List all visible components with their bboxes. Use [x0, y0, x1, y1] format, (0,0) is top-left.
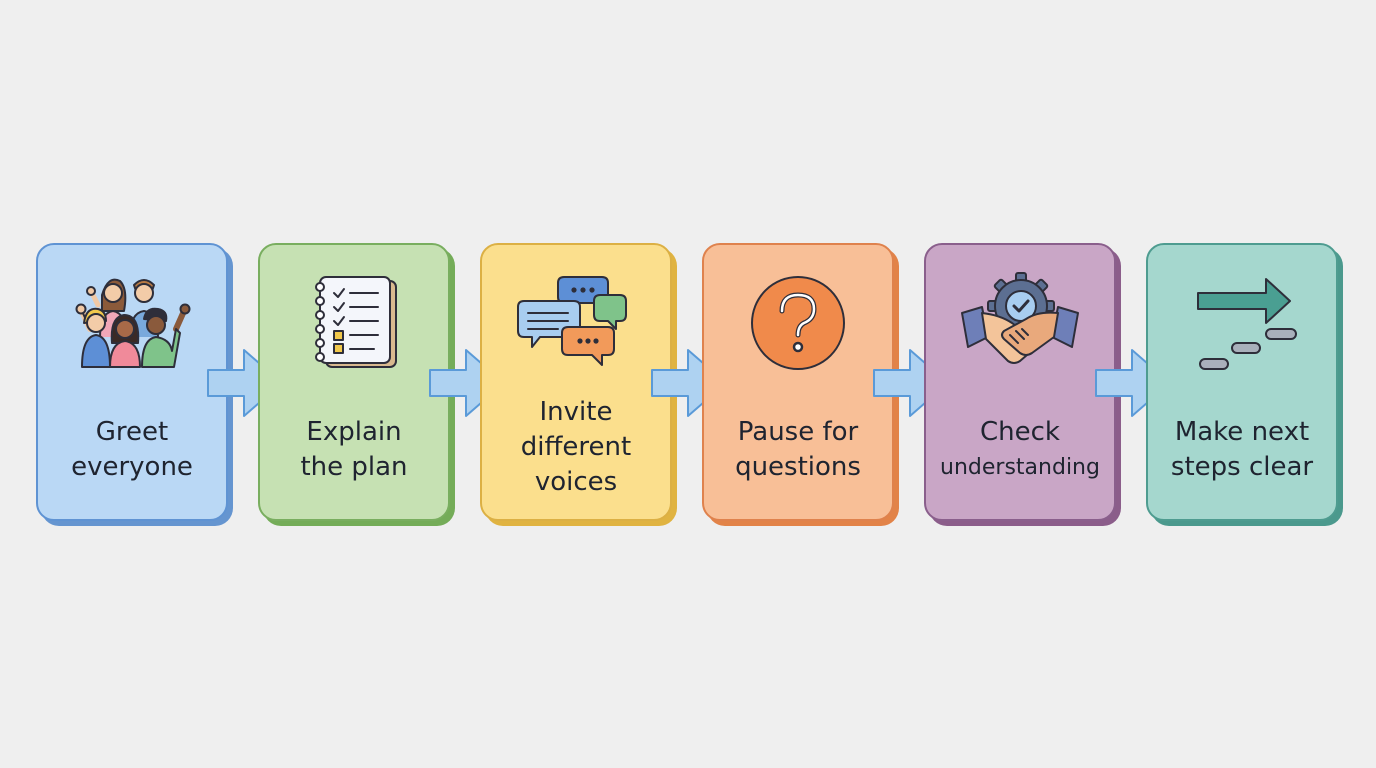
step-label-line: questions	[735, 452, 861, 482]
step-label-line: Greet	[95, 417, 169, 447]
step-label-line: voices	[534, 467, 618, 497]
step-label: Invite different voices	[488, 395, 664, 500]
step-label-line: understanding	[940, 455, 1100, 480]
step-greet-everyone: Greet everyone	[36, 243, 233, 526]
checklist-notebook-icon	[294, 271, 414, 375]
speech-bubbles-icon	[516, 271, 636, 375]
step-label: Make next steps clear	[1154, 415, 1330, 485]
step-label-line: Pause for	[737, 417, 859, 447]
step-label-line: Explain	[306, 417, 402, 447]
step-label-line: everyone	[71, 452, 193, 482]
step-label-line: Invite	[539, 397, 613, 427]
step-card	[1146, 243, 1338, 521]
step-check-understanding: Check understanding	[924, 243, 1121, 526]
step-label: Greet everyone	[44, 415, 220, 485]
forward-arrow-icon	[1182, 271, 1302, 375]
step-label-line: different	[520, 432, 632, 462]
step-label-line: Check	[980, 417, 1060, 447]
group-waving-icon	[72, 271, 192, 375]
step-label-line: steps clear	[1170, 452, 1314, 482]
step-pause-for-questions: Pause for questions	[702, 243, 899, 526]
question-mark-icon	[738, 271, 858, 375]
handshake-gear-icon	[960, 271, 1080, 375]
step-label: Check understanding	[932, 415, 1108, 485]
step-label-line: the plan	[300, 452, 408, 482]
step-card	[36, 243, 228, 521]
step-make-next-steps-clear: Make next steps clear	[1146, 243, 1343, 526]
step-invite-different-voices: Invite different voices	[480, 243, 677, 526]
step-card	[702, 243, 894, 521]
step-explain-the-plan: Explain the plan	[258, 243, 455, 526]
step-label: Pause for questions	[710, 415, 886, 485]
step-label: Explain the plan	[266, 415, 442, 485]
step-label-line: Make next	[1174, 417, 1310, 447]
